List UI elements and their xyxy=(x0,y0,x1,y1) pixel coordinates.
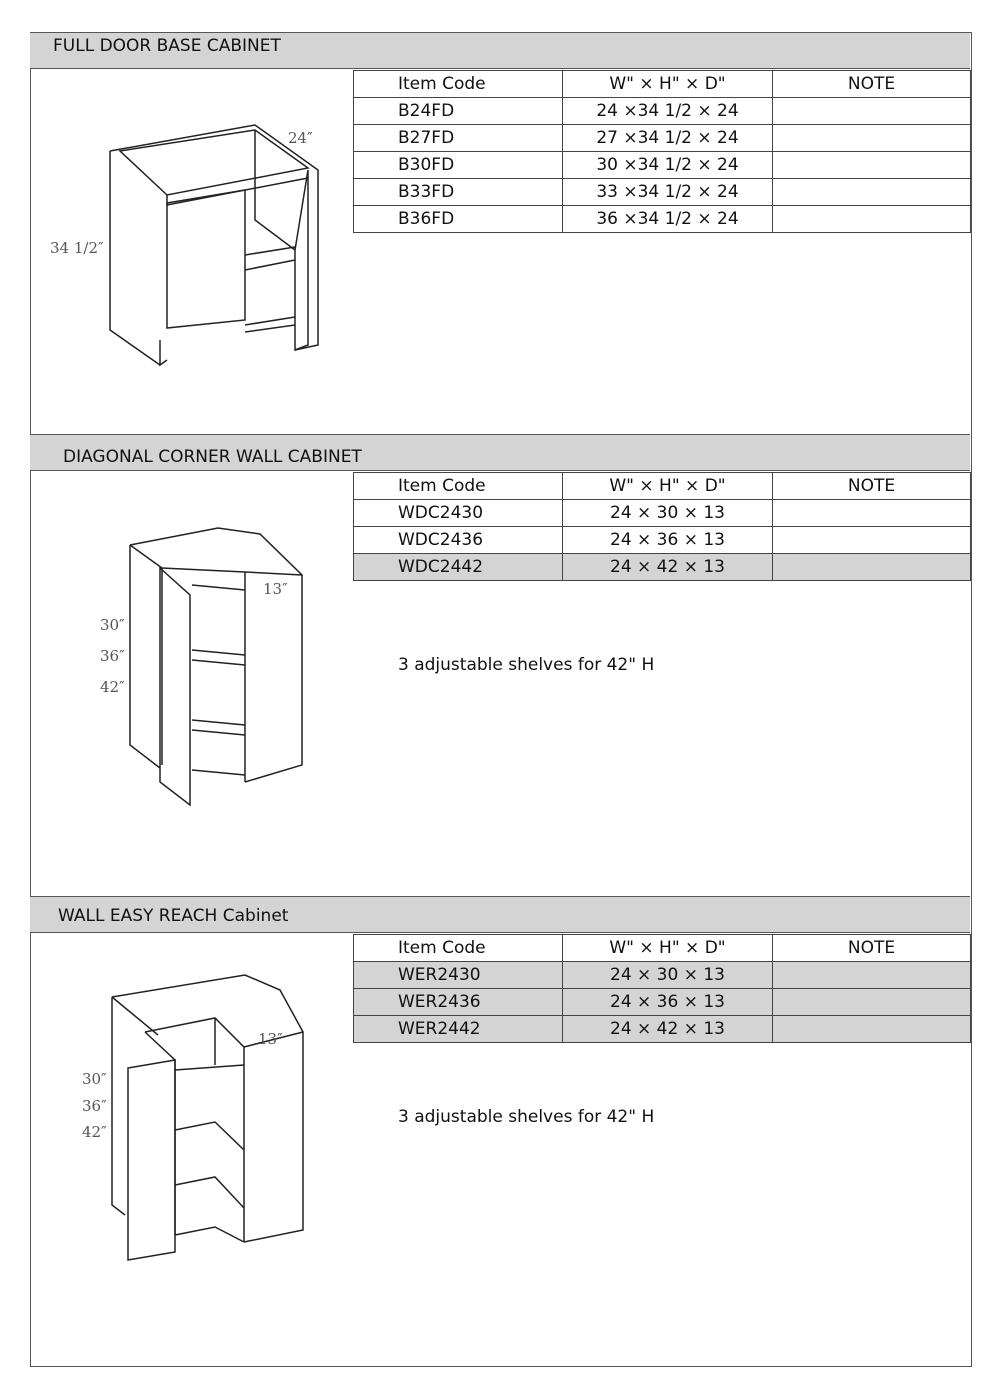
wall-easy-reach-cabinet-drawing: 13″ 30″ 36″ 42″ xyxy=(82,974,304,1261)
section-title: DIAGONAL CORNER WALL CABINET xyxy=(63,447,362,467)
diagonal-corner-wall-cabinet-drawing: 13″ 30″ 36″ 42″ xyxy=(100,527,303,807)
col-dimensions: W" × H" × D" xyxy=(562,472,773,500)
note xyxy=(772,151,971,179)
dimensions: 30 ×34 1/2 × 24 xyxy=(562,151,773,179)
note xyxy=(772,97,971,125)
note xyxy=(772,988,971,1016)
dimensions: 24 ×34 1/2 × 24 xyxy=(562,97,773,125)
height-42-label: 42″ xyxy=(82,1123,107,1141)
note xyxy=(772,205,971,233)
depth-dimension-label: 24″ xyxy=(288,129,313,147)
height-42-label: 42″ xyxy=(100,678,125,696)
col-note: NOTE xyxy=(772,472,971,500)
dimensions: 24 × 42 × 13 xyxy=(562,1015,773,1043)
note xyxy=(772,499,971,527)
col-dimensions: W" × H" × D" xyxy=(562,70,773,98)
note xyxy=(772,961,971,989)
col-note: NOTE xyxy=(772,70,971,98)
section-header-diagonal-corner-wall: DIAGONAL CORNER WALL CABINET xyxy=(30,434,970,471)
note xyxy=(772,526,971,554)
item-code: B30FD xyxy=(353,151,563,179)
section-header-wall-easy-reach: WALL EASY REACH Cabinet xyxy=(30,896,970,933)
col-note: NOTE xyxy=(772,934,971,962)
shelf-note: 3 adjustable shelves for 42" H xyxy=(398,655,655,675)
dimensions: 36 ×34 1/2 × 24 xyxy=(562,205,773,233)
item-code: WDC2436 xyxy=(353,526,563,554)
height-30-label: 30″ xyxy=(100,616,125,634)
item-code: B33FD xyxy=(353,178,563,206)
note xyxy=(772,124,971,152)
height-dimension-label: 34 1/2″ xyxy=(50,239,104,257)
dimensions: 24 × 30 × 13 xyxy=(562,961,773,989)
dimensions: 27 ×34 1/2 × 24 xyxy=(562,124,773,152)
col-item-code: Item Code xyxy=(353,472,563,500)
item-code: WER2442 xyxy=(353,1015,563,1043)
depth-dimension-label: 13″ xyxy=(263,580,288,598)
item-code: WDC2442 xyxy=(353,553,563,581)
item-code: WDC2430 xyxy=(353,499,563,527)
dimensions: 24 × 30 × 13 xyxy=(562,499,773,527)
full-door-base-cabinet-drawing: 24″ 34 1/2″ xyxy=(50,124,319,367)
note xyxy=(772,1015,971,1043)
dimensions: 24 × 42 × 13 xyxy=(562,553,773,581)
col-item-code: Item Code xyxy=(353,934,563,962)
item-code: B27FD xyxy=(353,124,563,152)
note xyxy=(772,178,971,206)
section-title: FULL DOOR BASE CABINET xyxy=(53,36,281,56)
section-title: WALL EASY REACH Cabinet xyxy=(58,906,289,926)
height-30-label: 30″ xyxy=(82,1070,107,1088)
item-code: WER2436 xyxy=(353,988,563,1016)
depth-dimension-label: 13″ xyxy=(258,1030,283,1048)
dimensions: 24 × 36 × 13 xyxy=(562,988,773,1016)
height-36-label: 36″ xyxy=(100,647,125,665)
col-item-code: Item Code xyxy=(353,70,563,98)
dimensions: 24 × 36 × 13 xyxy=(562,526,773,554)
note xyxy=(772,553,971,581)
col-dimensions: W" × H" × D" xyxy=(562,934,773,962)
height-36-label: 36″ xyxy=(82,1097,107,1115)
section-header-full-door-base: FULL DOOR BASE CABINET xyxy=(30,32,970,69)
dimensions: 33 ×34 1/2 × 24 xyxy=(562,178,773,206)
item-code: B36FD xyxy=(353,205,563,233)
item-code: B24FD xyxy=(353,97,563,125)
shelf-note: 3 adjustable shelves for 42" H xyxy=(398,1107,655,1127)
item-code: WER2430 xyxy=(353,961,563,989)
